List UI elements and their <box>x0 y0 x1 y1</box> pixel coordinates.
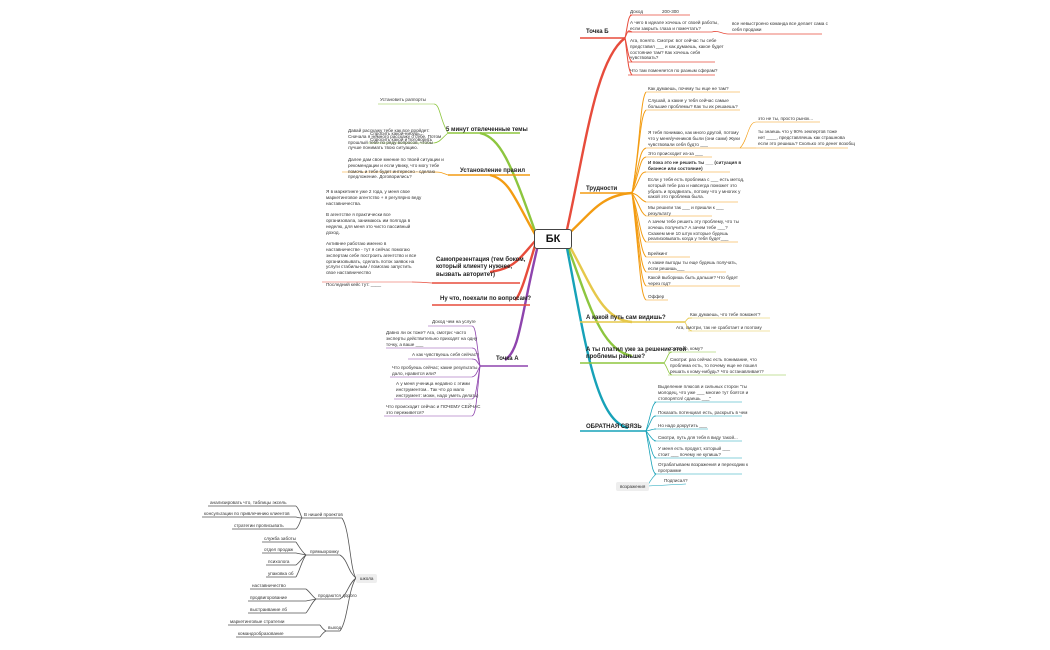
obratnaya-item-3: Но надо докрутить ___ <box>658 423 707 428</box>
bottom-group-2-item-1: служба заботы <box>264 536 296 541</box>
five-min-title[interactable]: 5 минут отвлеченные темы <box>446 127 528 133</box>
bottom-group-1[interactable]: В нишей проектов <box>304 512 343 517</box>
put-item-2: Ага, смотри, так не сработает и поэтому <box>676 325 762 330</box>
branch-nu-chto <box>514 241 538 301</box>
tochka-a-item-2: Давно ли ок тоже? Ага, смотри: часто экс… <box>386 330 478 347</box>
tochka-a-item-3: А как чувствуешь себя сейчас? <box>412 352 479 357</box>
five-min-item-2: Спросить какой-нибудь... Спросить какой … <box>370 131 433 142</box>
tochka-a-item-5: А у меня ученица недавно с этими инструм… <box>396 381 479 398</box>
branch-tochka-b <box>564 37 626 235</box>
trudnosti-item-7: Мы решили так ___ и пришли к ___ результ… <box>648 205 724 216</box>
obratnaya-item-5: У меня есть продукт, который ___ стоит _… <box>658 446 731 457</box>
trudnosti-item-8: А зачем тебе решить эту проблему, что ты… <box>648 219 739 242</box>
trudnosti-item-1: Как думаешь, почему ты еще не там? <box>648 86 729 91</box>
put-title[interactable]: А какой путь сам видишь? <box>586 315 666 321</box>
tochka-a-item-6: Что происходит сейчас и ПОЧЕМУ СЕЙЧАС эт… <box>386 404 481 415</box>
platil-item-1: Сколько, кому? <box>670 346 703 351</box>
put-item-1: Как думаешь, что тебе поможет? <box>690 312 761 317</box>
trudnosti-item-4: Это происходит из-за ___ <box>648 151 703 156</box>
branch-tochka-a <box>504 244 540 361</box>
bottom-hub[interactable]: школа <box>356 574 378 583</box>
tochka-b-question-1-sub: все невыстроено команда все делает сама … <box>732 21 828 32</box>
bottom-group-3-item-2: продвигорование <box>250 595 288 600</box>
ustanovlenie-title[interactable]: Установление правил <box>460 168 526 174</box>
obratnaya-title[interactable]: ОБРАТНАЯ СВЯЗЬ <box>586 424 642 430</box>
bottom-group-4-item-2: командообразование <box>238 631 284 636</box>
samoprez-title[interactable]: Самопрезентация (тем боком, который клие… <box>436 257 526 278</box>
samoprez-text: Я в маркетинге уже 2 года, у меня свое м… <box>326 189 422 287</box>
bottom-group-1-item-3: стратегии прописывать <box>234 523 284 528</box>
tochka-a-item-1: Доход чем на услуге <box>432 319 476 324</box>
trudnosti-item-3: Я тебя понимаю, как много другой, потому… <box>648 130 740 147</box>
bottom-group-3-item-3: выстраивание лб <box>250 607 288 612</box>
trudnosti-item-9: Брейкинг <box>648 251 668 256</box>
obratnaya-item-4: Смотри, путь для тебя в виду такой... <box>658 435 738 440</box>
bottom-group-3-item-1: наставничество <box>252 583 286 588</box>
obratnaya-item-6: Отрабатываем возражения и переходим к пр… <box>658 462 748 473</box>
platil-item-2: Смотри: раз сейчас есть понимание, что п… <box>670 357 764 374</box>
five-min-item-1: Установить раппорты <box>380 97 426 102</box>
trudnosti-item-11: Какой выборишь быть дальше? Что будет че… <box>648 275 738 286</box>
trudnosti-item-2: Слушай, а какие у тебя сейчас самые боль… <box>648 98 738 109</box>
tochka-a-title[interactable]: Точка А <box>496 356 519 362</box>
tochka-b-question-3: Что там поменяется по разным сферам? <box>630 68 718 73</box>
ustanovlenie-text: Давай расскажу тебе как все пройдет: Сна… <box>348 128 444 180</box>
nu-chto-title[interactable]: Ну что, поехали по вопросам? <box>440 296 532 302</box>
bottom-group-2-item-2: отдел продаж <box>264 547 294 552</box>
bottom-group-4-item-1: маркетинговые стратегии <box>230 619 285 624</box>
trudnosti-item-3-sub-1: это не ты, просто рынок... <box>758 116 814 121</box>
bottom-group-1-item-1: анализировать что, таблицы эксель <box>210 500 287 505</box>
branch-trudnosti <box>565 191 633 237</box>
tochka-b-question-1: А чего в идеале хочешь от своей работы, … <box>630 20 719 31</box>
tochka-b-title[interactable]: Точка Б <box>586 29 609 35</box>
tochka-b-dokhod-label: Доход <box>630 9 644 14</box>
platil-title[interactable]: А ты платил уже за решение этой проблемы… <box>586 347 687 361</box>
tochka-a-item-4: Что пробуешь сейчас; какие результаты да… <box>392 365 478 376</box>
trudnosti-title[interactable]: Трудности <box>586 186 618 192</box>
obratnaya-item-1: Выделение плюсов и сильных сторон "ты мо… <box>658 384 749 401</box>
obratnaya-item-2: Показать потенциал есть, раскрыть в чем <box>658 410 748 415</box>
branch-five-min <box>479 131 538 235</box>
trudnosti-item-3-sub-2: ты знаешь что у 90% эекпертов тоже нет _… <box>758 129 855 146</box>
bottom-group-2-item-3: психолога <box>268 559 290 564</box>
trudnosti-item-6: Если у тебя есть проблема с ___ есть мет… <box>648 177 745 200</box>
bottom-group-3[interactable]: продаются дорого <box>318 593 357 598</box>
branch-put <box>564 239 633 324</box>
bottom-group-4[interactable]: выход <box>328 625 342 630</box>
branch-ustanovlenie <box>489 173 538 237</box>
tochka-b-question-2: Ага, понято. Смотри: вот сейчас ты себе … <box>630 38 724 61</box>
branch-obratnaya <box>564 242 629 430</box>
bottom-group-2-item-4: упаковка об <box>268 571 294 576</box>
trudnosti-item-10: А какие выгоды ты еще будешь получать, е… <box>648 260 738 271</box>
root-node[interactable]: БК <box>534 229 572 249</box>
branch-platil <box>564 241 633 358</box>
tochka-b-dokhod-value: 200-300 <box>662 9 679 14</box>
obratnaya-item-7: Подписал? <box>664 478 688 483</box>
bottom-group-1-item-2: консультации по привлечению клиентов <box>204 511 290 516</box>
trudnosti-item-5: И пока это не решить ты ___ (ситуация в … <box>648 160 742 171</box>
trudnosti-item-12: Оффер <box>648 294 665 299</box>
branch-samoprez <box>489 239 537 274</box>
vozrazheniya-tag[interactable]: возражения <box>616 482 650 491</box>
bottom-group-2[interactable]: прямыхромку <box>310 549 339 554</box>
